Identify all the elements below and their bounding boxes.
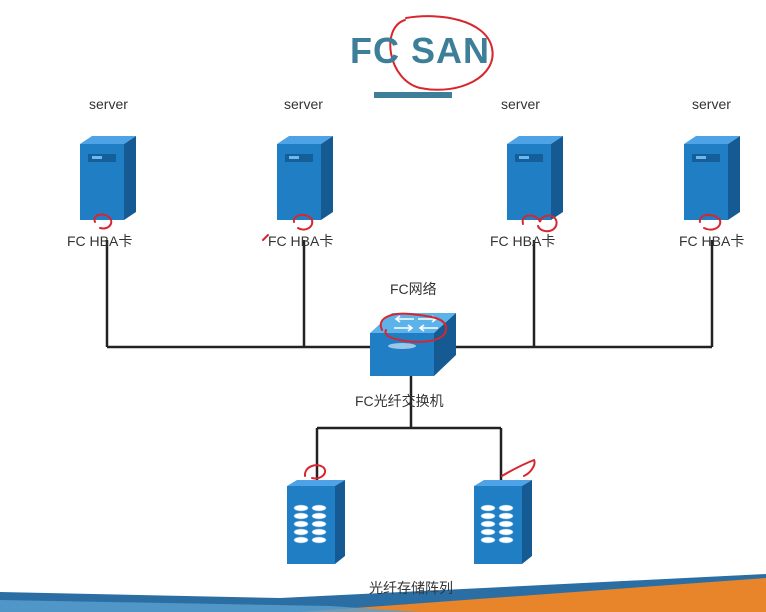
- san-circle-annotation: [389, 15, 494, 91]
- storage-1-annotation: [304, 464, 326, 480]
- title-underline: [374, 92, 452, 98]
- hba-1-annotation: [93, 213, 113, 230]
- fc-network-label: FC网络: [390, 281, 437, 297]
- hba-card-label: FC HBA卡: [268, 233, 334, 249]
- storage-array-icon: [287, 480, 345, 564]
- server-label: server: [501, 96, 540, 112]
- hba-card-label: FC HBA卡: [67, 233, 133, 249]
- hba-2-tick-annotation: [262, 234, 269, 241]
- hba-4-annotation: [698, 214, 722, 231]
- hba-card-label: FC HBA卡: [490, 233, 556, 249]
- server-icon: [277, 136, 333, 220]
- server-label: server: [89, 96, 128, 112]
- hba-card-label: FC HBA卡: [679, 233, 745, 249]
- storage-array-icon: [474, 480, 532, 564]
- footer-band: [0, 574, 766, 612]
- switch-annotation: [379, 312, 448, 343]
- server-icon: [507, 136, 563, 220]
- page-title: FC SAN: [350, 30, 490, 71]
- storage-2-annotation: [501, 458, 536, 477]
- storage-array-label: 光纤存储阵列: [369, 580, 453, 596]
- red-annotations: [93, 15, 722, 480]
- hba-3-annotation: [521, 214, 558, 233]
- hba-2-annotation: [292, 214, 314, 231]
- fc-switch-label: FC光纤交换机: [355, 393, 444, 409]
- connection-lines: [105, 240, 714, 484]
- server-icon: [684, 136, 740, 220]
- server-label: server: [284, 96, 323, 112]
- server-icon: [80, 136, 136, 220]
- server-label: server: [692, 96, 731, 112]
